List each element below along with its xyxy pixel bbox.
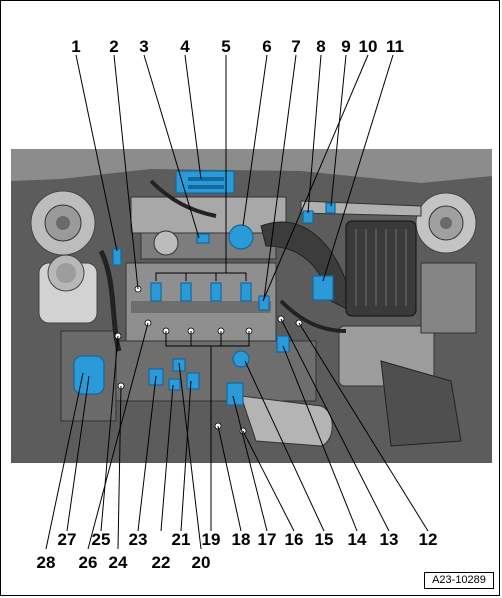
callout-4: 4 [180, 37, 190, 56]
callout-10: 10 [358, 37, 378, 56]
callout-26: 26 [78, 553, 98, 572]
callout-15: 15 [314, 530, 334, 549]
callout-5: 5 [221, 37, 231, 56]
oil-filler-cap [228, 224, 254, 250]
component-13 [276, 335, 290, 353]
air-mass-meter [312, 275, 334, 301]
component-9 [325, 202, 336, 214]
callout-23: 23 [128, 530, 148, 549]
callout-7: 7 [291, 37, 301, 56]
callout-27: 27 [57, 530, 77, 549]
ignition-coil-2 [180, 282, 192, 302]
component-22 [168, 378, 181, 391]
callout-2: 2 [109, 37, 119, 56]
component-27-28 [73, 355, 105, 395]
component-21 [186, 372, 200, 390]
component-2 [112, 248, 122, 266]
callout-25: 25 [91, 530, 111, 549]
air-filter-housing [345, 220, 417, 317]
component-3 [196, 233, 210, 244]
callout-22: 22 [151, 553, 171, 572]
callout-11: 11 [386, 37, 404, 56]
callout-21: 21 [171, 530, 191, 549]
ignition-coil-4 [240, 282, 252, 302]
callout-24: 24 [108, 553, 128, 572]
callout-3: 3 [139, 37, 149, 56]
callout-1: 1 [71, 37, 81, 56]
leader-lines-top [75, 54, 394, 302]
callout-6: 6 [262, 37, 272, 56]
callout-13: 13 [379, 530, 399, 549]
callout-14: 14 [347, 530, 367, 549]
callout-17: 17 [257, 530, 277, 549]
highlighted-components [73, 170, 336, 406]
leader-lines-bottom [45, 318, 429, 550]
callout-19: 19 [201, 530, 221, 549]
callout-20: 20 [191, 553, 211, 572]
exhaust-pipe [240, 395, 333, 447]
callout-28: 28 [36, 553, 56, 572]
callout-9: 9 [341, 37, 351, 56]
callout-12: 12 [418, 530, 438, 549]
callout-18: 18 [231, 530, 251, 549]
callout-8: 8 [316, 37, 326, 56]
callout-16: 16 [284, 530, 304, 549]
figure-reference: A23-10289 [424, 572, 494, 589]
component-15 [232, 350, 250, 368]
component-17 [226, 382, 244, 406]
ignition-coil-3 [210, 282, 222, 302]
ignition-coil-1 [150, 282, 162, 302]
